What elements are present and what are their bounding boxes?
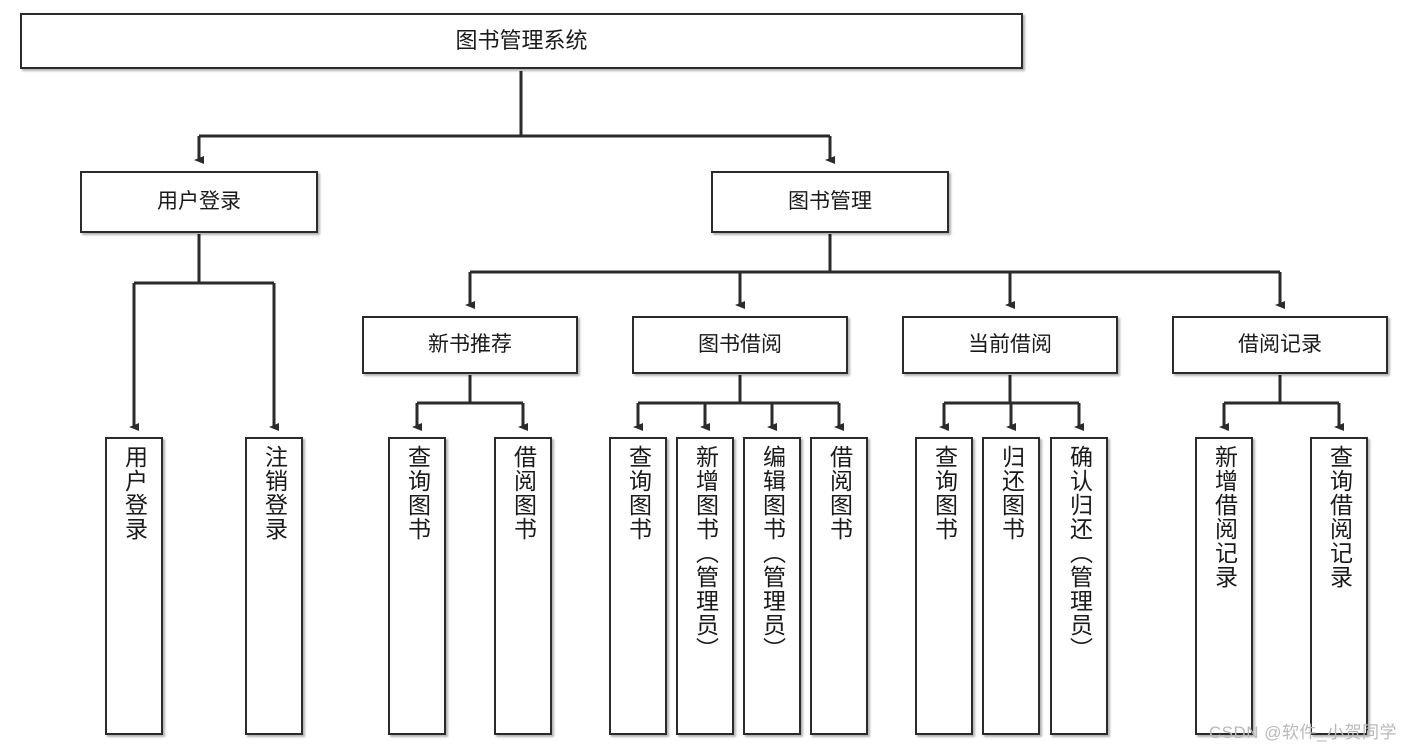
leaf-borrow-book-recommend[interactable]: 借阅图书 bbox=[494, 437, 552, 735]
node-user-login[interactable]: 用户登录 bbox=[80, 171, 318, 233]
node-borrow-record[interactable]: 借阅记录 bbox=[1172, 316, 1388, 374]
node-label: 归还图书 bbox=[998, 445, 1025, 541]
leaf-borrow-book[interactable]: 借阅图书 bbox=[810, 437, 868, 735]
node-label: 确认归还（管理员） bbox=[1066, 445, 1093, 661]
node-label: 用户登录 bbox=[157, 189, 241, 213]
node-label: 新书推荐 bbox=[428, 332, 512, 356]
node-label: 图书管理系统 bbox=[455, 28, 588, 54]
leaf-edit-book-admin[interactable]: 编辑图书（管理员） bbox=[743, 437, 801, 735]
leaf-add-borrow-record[interactable]: 新增借阅记录 bbox=[1195, 437, 1253, 735]
node-label: 查询图书 bbox=[404, 445, 431, 541]
node-label: 注销登录 bbox=[261, 445, 288, 541]
node-label: 借阅图书 bbox=[826, 445, 853, 541]
leaf-query-book-current[interactable]: 查询图书 bbox=[915, 437, 973, 735]
watermark: CSDN @软件_小贺同学 bbox=[1208, 723, 1397, 742]
node-label: 新增图书（管理员） bbox=[692, 445, 719, 661]
leaf-query-book-borrow[interactable]: 查询图书 bbox=[609, 437, 667, 735]
node-label: 当前借阅 bbox=[968, 332, 1052, 356]
node-label: 编辑图书（管理员） bbox=[759, 445, 786, 661]
leaf-user-login[interactable]: 用户登录 bbox=[105, 437, 163, 735]
node-label: 借阅图书 bbox=[510, 445, 537, 541]
node-label: 用户登录 bbox=[121, 445, 148, 541]
node-new-book-recommend[interactable]: 新书推荐 bbox=[362, 316, 578, 374]
node-book-management[interactable]: 图书管理 bbox=[711, 171, 949, 233]
leaf-confirm-return-admin[interactable]: 确认归还（管理员） bbox=[1050, 437, 1108, 735]
leaf-add-book-admin[interactable]: 新增图书（管理员） bbox=[676, 437, 734, 735]
leaf-query-borrow-record[interactable]: 查询借阅记录 bbox=[1310, 437, 1368, 735]
leaf-return-book[interactable]: 归还图书 bbox=[982, 437, 1040, 735]
node-current-borrow[interactable]: 当前借阅 bbox=[902, 316, 1118, 374]
node-label: 查询图书 bbox=[625, 445, 652, 541]
node-root-system[interactable]: 图书管理系统 bbox=[20, 13, 1023, 69]
node-label: 新增借阅记录 bbox=[1211, 445, 1238, 589]
node-book-borrow[interactable]: 图书借阅 bbox=[632, 316, 848, 374]
node-label: 借阅记录 bbox=[1238, 332, 1322, 356]
node-label: 图书管理 bbox=[788, 189, 872, 213]
node-label: 查询图书 bbox=[931, 445, 958, 541]
leaf-logout[interactable]: 注销登录 bbox=[245, 437, 303, 735]
node-label: 查询借阅记录 bbox=[1326, 445, 1353, 589]
node-label: 图书借阅 bbox=[698, 332, 782, 356]
leaf-query-book-recommend[interactable]: 查询图书 bbox=[388, 437, 446, 735]
